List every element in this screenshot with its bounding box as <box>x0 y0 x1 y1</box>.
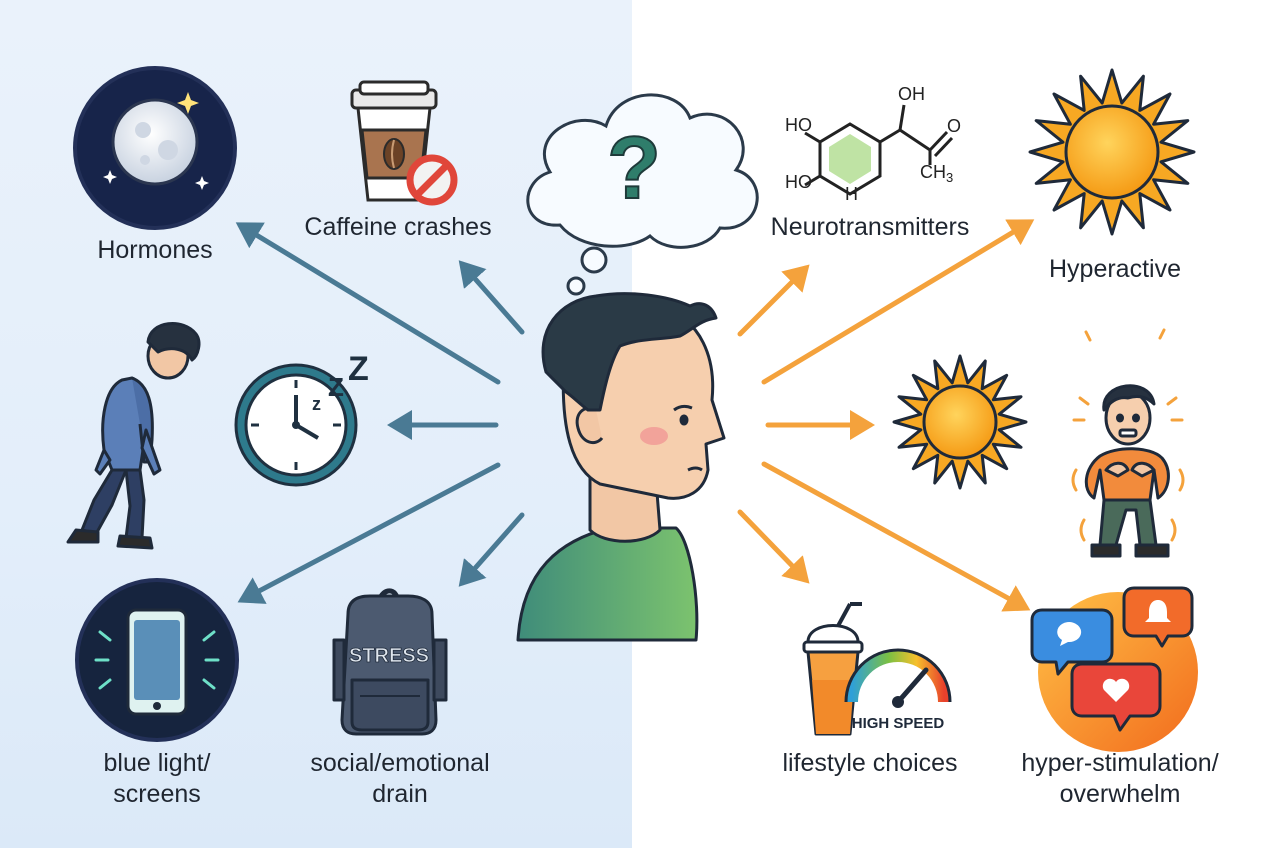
phone-icon <box>75 578 239 742</box>
sleep-zzz: z Z Z <box>312 350 369 414</box>
arrow-to-neurotransmitters <box>737 264 810 337</box>
left-arrows <box>235 222 525 604</box>
zzz-small: z <box>312 394 321 414</box>
label-social-1: social/emotional <box>310 749 490 777</box>
clock-icon <box>234 363 358 487</box>
arrow-to-lifestyle <box>737 509 810 584</box>
zzz-big: Z <box>348 350 369 388</box>
stress-label: STRESS <box>349 645 429 667</box>
chem-h: H <box>845 184 858 204</box>
anxious-person-icon <box>1084 384 1170 558</box>
arrow-to-backpack <box>458 512 525 587</box>
label-lifestyle-choices: lifestyle choices <box>782 749 958 777</box>
notification-icon <box>1030 586 1198 752</box>
chem-ch3: CH3 <box>920 162 953 185</box>
label-blue-light-1: blue light/ <box>103 749 211 777</box>
label-caffeine-crashes: Caffeine crashes <box>304 213 492 241</box>
tired-person-icon <box>66 322 201 550</box>
label-hyper-stimulation-2: overwhelm <box>1059 780 1181 808</box>
arrow-to-caffeine <box>458 260 525 335</box>
zzz-mid: Z <box>328 372 344 402</box>
sun-icon <box>1028 68 1196 236</box>
chem-ho-bottom: HO <box>785 172 812 192</box>
label-social-2: drain <box>372 780 428 808</box>
high-speed-label: HIGH SPEED <box>852 715 945 732</box>
no-sign-icon <box>406 154 458 206</box>
backpack-icon <box>332 588 448 736</box>
chem-ho-top: HO <box>785 115 812 135</box>
arrow-to-phone <box>237 462 501 604</box>
shake-lines <box>1071 328 1185 542</box>
molecule-labels: HO HO OH H O CH3 <box>785 84 961 204</box>
drink-cup-icon <box>802 602 864 736</box>
label-neurotransmitters: Neurotransmitters <box>770 213 970 241</box>
chem-o: O <box>947 116 961 136</box>
arrow-to-hormones <box>235 222 501 385</box>
molecule-icon <box>804 104 954 196</box>
central-person-icon <box>516 292 726 642</box>
thought-bubble-icon <box>526 93 759 296</box>
sun-icon <box>892 354 1028 490</box>
label-hyper-stimulation-1: hyper-stimulation/ <box>1021 749 1219 777</box>
question-mark: ? <box>607 118 661 217</box>
label-hormones: Hormones <box>97 236 213 264</box>
label-blue-light-2: screens <box>113 780 201 808</box>
arrow-to-hyperactive <box>761 219 1035 385</box>
arrow-to-overwhelm <box>761 461 1031 612</box>
moon-icon <box>73 66 237 230</box>
speedometer-icon <box>844 648 952 708</box>
chem-oh: OH <box>898 84 925 104</box>
label-hyperactive: Hyperactive <box>1049 255 1181 283</box>
right-arrows <box>737 219 1035 612</box>
